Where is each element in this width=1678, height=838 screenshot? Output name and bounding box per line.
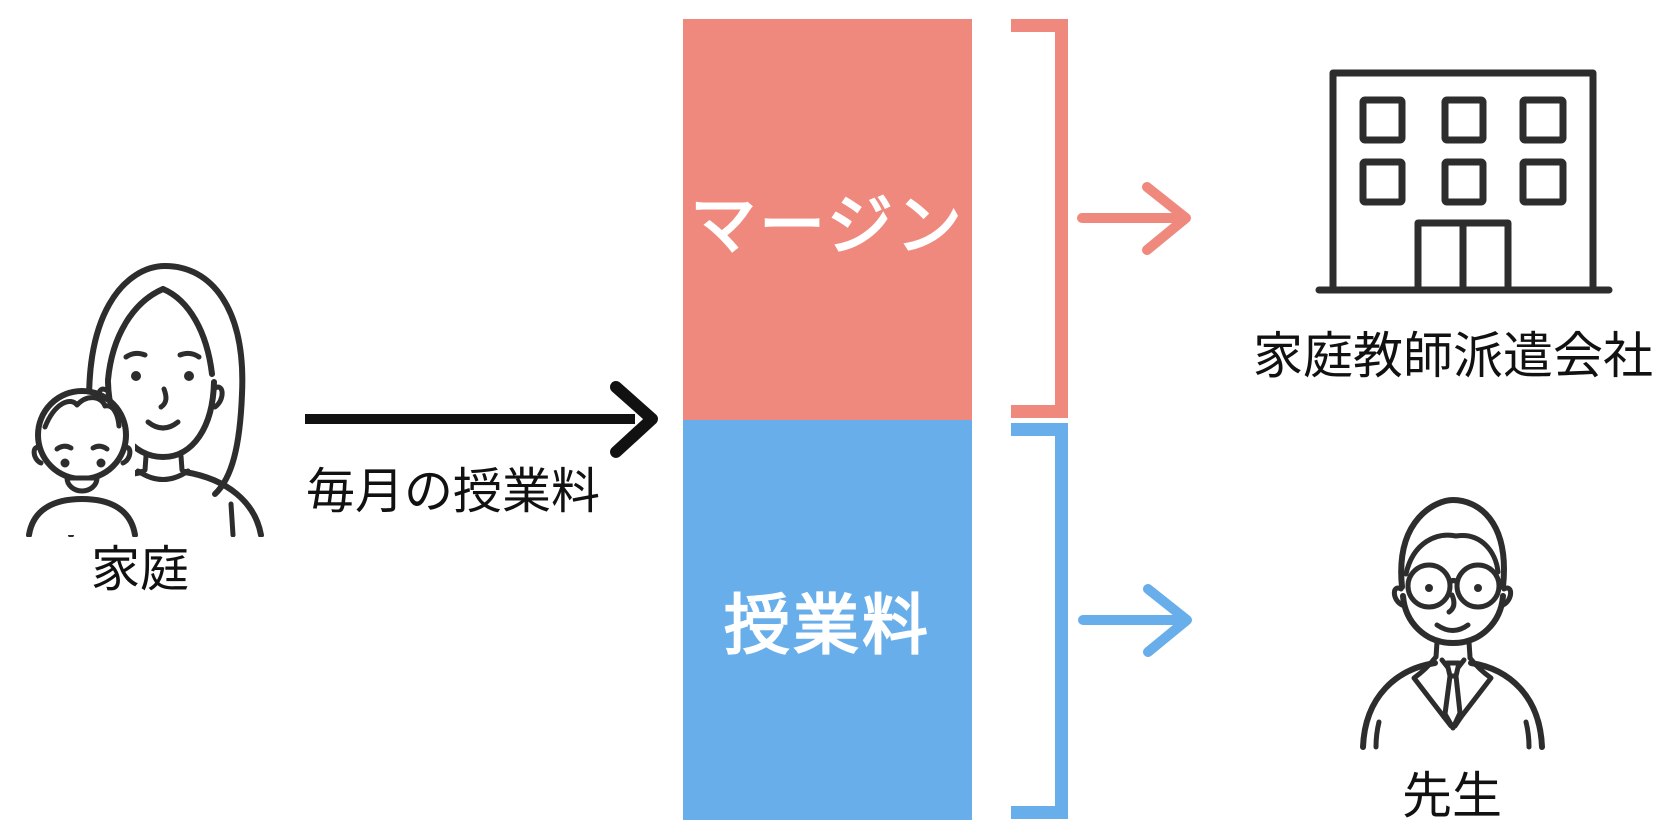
fee-stacked-bar: マージン 授業料 — [683, 19, 972, 820]
margin-to-company-arrow-icon — [1077, 182, 1191, 255]
teacher-label: 先生 — [1402, 768, 1502, 824]
company-label: 家庭教師派遣会社 — [1253, 328, 1653, 384]
tuition-bracket — [1011, 423, 1068, 819]
monthly-fee-arrow-icon — [305, 381, 658, 458]
office-building-icon — [1315, 69, 1613, 294]
family-label: 家庭 — [90, 543, 189, 597]
teacher-man-icon — [1360, 497, 1545, 750]
tuition-to-teacher-arrow-icon — [1078, 584, 1192, 657]
margin-segment-label: マージン — [690, 187, 965, 262]
margin-segment: マージン — [683, 19, 972, 420]
monthly-fee-label: 毎月の授業料 — [306, 465, 601, 519]
tuition-segment: 授業料 — [683, 420, 972, 820]
tuition-segment-label: 授業料 — [724, 588, 931, 662]
parent-and-child-icon — [26, 263, 264, 537]
margin-bracket — [1011, 19, 1068, 418]
